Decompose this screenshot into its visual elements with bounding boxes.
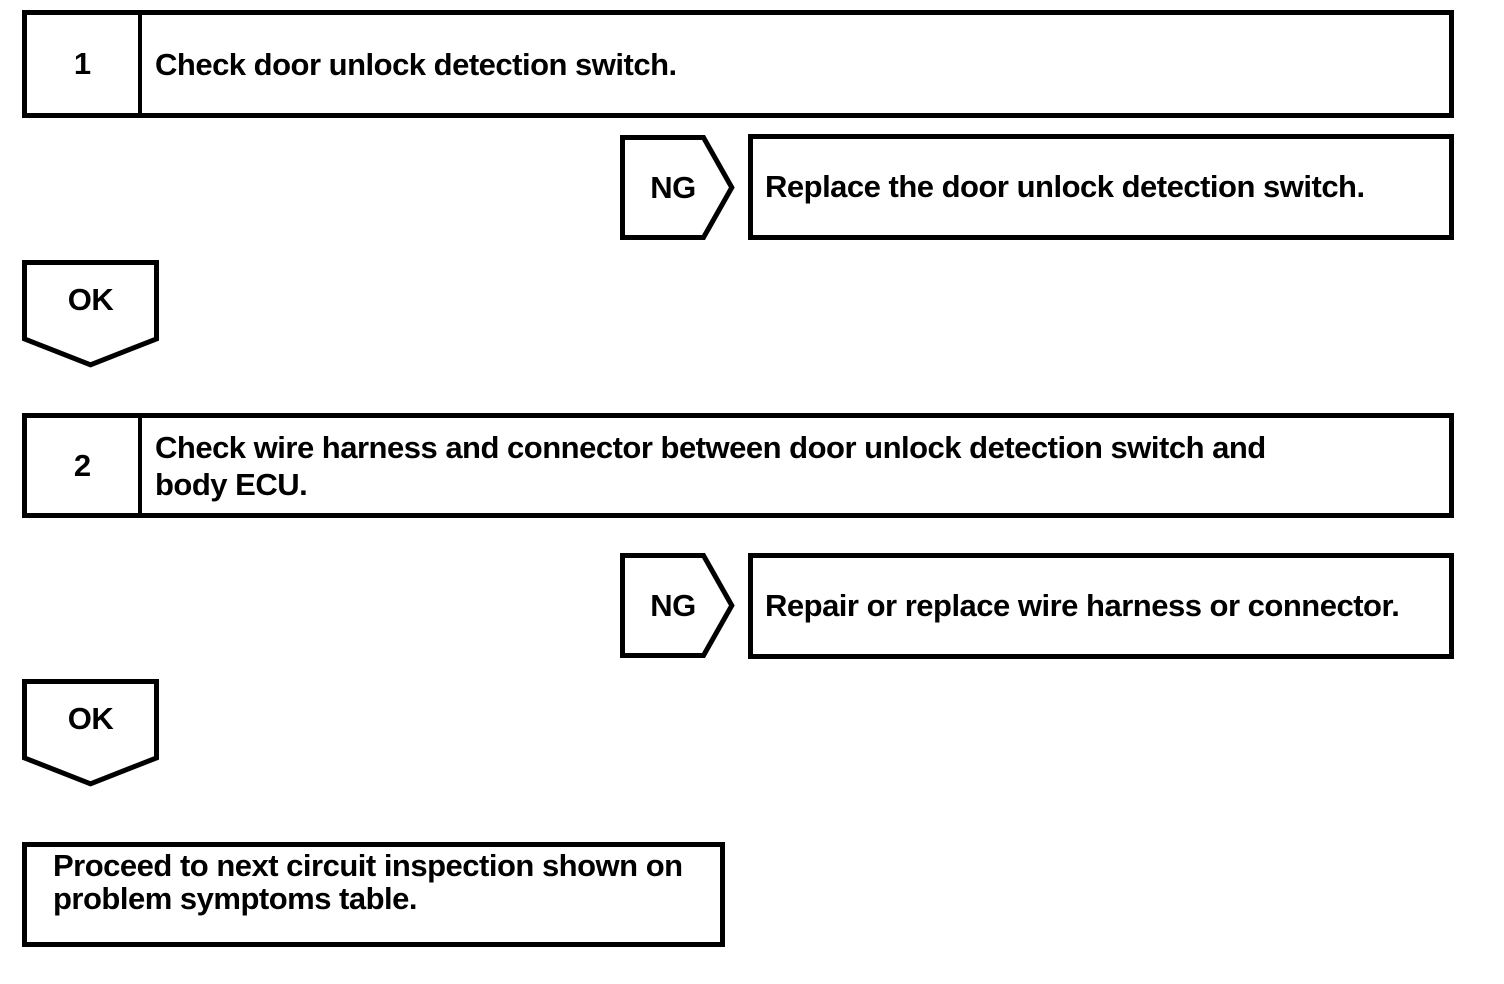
- ok-arrow-2-label: OK: [67, 701, 114, 736]
- ok-arrow-shape: [22, 679, 159, 787]
- ok-arrow-1-label: OK: [67, 282, 114, 317]
- ng-arrow-shape: [620, 135, 735, 240]
- final-action-box: Proceed to next circuit inspection shown…: [22, 842, 725, 947]
- final-action-line-1: Proceed to next circuit inspection shown…: [53, 848, 683, 883]
- step-2-instruction-line-1: Check wire harness and connector between…: [155, 429, 1266, 465]
- ng-result-2-text: Repair or replace wire harness or connec…: [765, 588, 1400, 623]
- ok-arrow-2: OK: [22, 679, 159, 787]
- step-1-instruction-cell: Check door unlock detection switch.: [142, 15, 1449, 113]
- ok-arrow-shape: [22, 260, 159, 368]
- step-2-instruction-cell: Check wire harness and connector between…: [142, 418, 1449, 513]
- step-1-box: 1 Check door unlock detection switch.: [22, 10, 1454, 118]
- step-1-instruction: Check door unlock detection switch.: [155, 46, 677, 82]
- ng-arrow-1-label: NG: [650, 169, 696, 205]
- step-2-instruction-line-2: body ECU.: [155, 466, 308, 502]
- ok-arrow-1: OK: [22, 260, 159, 368]
- ng-result-1-box: Replace the door unlock detection switch…: [748, 134, 1454, 240]
- ng-arrow-2-label: NG: [650, 587, 696, 623]
- ng-result-1-text: Replace the door unlock detection switch…: [765, 169, 1365, 204]
- step-2-box: 2 Check wire harness and connector betwe…: [22, 413, 1454, 518]
- final-action-line-2: problem symptoms table.: [53, 881, 418, 916]
- step-2-number: 2: [27, 418, 142, 513]
- ng-arrow-1: NG: [620, 135, 735, 240]
- ng-arrow-2: NG: [620, 553, 735, 658]
- step-1-number: 1: [27, 15, 142, 113]
- ng-arrow-shape: [620, 553, 735, 658]
- ng-result-2-box: Repair or replace wire harness or connec…: [748, 553, 1454, 659]
